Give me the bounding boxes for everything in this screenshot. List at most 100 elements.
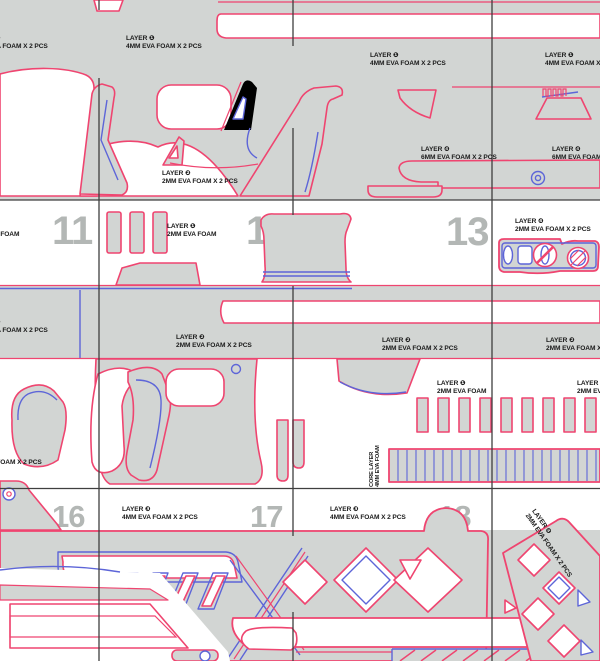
brace-pink-edge xyxy=(220,81,242,132)
lattice-blue-triangle-2 xyxy=(580,639,594,656)
label-line1: LAYER ❶ xyxy=(437,380,466,387)
long-strip-part-middle xyxy=(219,300,600,324)
lower-middle-parts xyxy=(0,284,600,485)
band-edge-bump xyxy=(115,262,201,286)
diamond-cutout-1 xyxy=(282,559,328,605)
label-line2: 6MM EVA FOAM X 2 PCS xyxy=(552,153,600,161)
gray-wedge-blue-edge xyxy=(339,381,407,395)
label-line2: 2MM EVA FOAM X 2 PCS xyxy=(176,341,252,349)
label-line2: 2MM EVA FOAM xyxy=(167,230,217,238)
ladder-divisions xyxy=(397,450,597,481)
page-gap-band-bottom xyxy=(0,488,600,530)
label-line2: 2MM EVA FOAM xyxy=(577,387,600,395)
label-line2: 2MM EVA FOAM xyxy=(0,230,20,238)
diamond-cutout-2-inner xyxy=(341,555,391,605)
barrel-curve-blue xyxy=(246,127,258,159)
bottom-parts xyxy=(0,480,600,661)
triangle-cutout xyxy=(399,559,422,580)
hardware-square-hole xyxy=(517,245,533,265)
page-number-11: 11 xyxy=(52,209,93,253)
label-line1: LAYER ❷ xyxy=(162,170,191,177)
part-tip-above-line xyxy=(367,185,443,198)
stock-part-right xyxy=(239,85,344,197)
frame-grommet xyxy=(230,363,242,375)
front-sight-trapezoid xyxy=(535,97,592,120)
diamond-cutout-2 xyxy=(333,547,399,613)
label-line1: LAYER ❶ xyxy=(545,52,574,59)
small-rect-part-2 xyxy=(129,211,145,254)
middle-band-parts xyxy=(106,185,600,286)
grip-blob-part xyxy=(10,384,67,468)
small-bottom-part xyxy=(171,649,219,661)
lattice-diamond-1 xyxy=(517,543,551,577)
lattice-diamond-2-inner xyxy=(547,576,571,600)
small-rect-part-3 xyxy=(152,211,168,254)
hardware-oval-hole xyxy=(502,245,514,265)
label-line1: LAYER ❸ xyxy=(122,506,151,513)
long-strip-part-top xyxy=(216,13,600,39)
label-line1: LAYER ❸ xyxy=(330,506,359,513)
grip-blob-blue-curve xyxy=(17,390,58,421)
top-band-parts xyxy=(0,0,600,197)
lattice-blue-triangle-1 xyxy=(577,589,591,607)
lattice-diamond-2 xyxy=(542,571,576,605)
lattice-pink-notch xyxy=(504,599,517,614)
stock-part-right-detail xyxy=(304,131,319,193)
hardware-circle-1-blue xyxy=(540,245,550,265)
label-line2: 2MM EVA FOAM X 2 PCS xyxy=(0,326,48,334)
lattice-diamond-4 xyxy=(547,624,581,658)
label-line1: LAYER ❷ xyxy=(176,334,205,341)
page-number-17: 17 xyxy=(250,499,282,534)
label-line2: 2MM EVA FOAM X 2 PCS xyxy=(382,344,458,352)
label-line1: LAYER ❶ xyxy=(577,380,600,387)
lattice-diamond-3 xyxy=(521,597,555,631)
grip-part-blue-curve xyxy=(135,379,162,469)
label-line1: LAYER ❹ xyxy=(421,146,450,153)
label-line1: LAYER ❶ xyxy=(126,35,155,42)
cap-part xyxy=(260,212,352,283)
label-line1: LAYER ❷ xyxy=(0,319,48,327)
frame-rounded-cutout xyxy=(165,368,225,407)
hardware-inner-outline xyxy=(501,242,597,269)
label-line1: LAYER ❷ xyxy=(546,337,575,344)
label-line1: LAYER ❷ xyxy=(382,337,411,344)
label-line2: 4MM EVA FOAM xyxy=(375,445,382,487)
top-edge-slot-part xyxy=(93,0,124,12)
label-line2: 6MM EVA FOAM X 2 PCS xyxy=(421,153,497,161)
pocket-gray-band xyxy=(0,584,169,601)
label-line1: LAYER ❶ xyxy=(0,223,19,231)
grommet-outer xyxy=(530,170,546,186)
prong-part-2 xyxy=(292,419,305,469)
tab-grommet-inner xyxy=(6,491,12,497)
sight-comb-teeth xyxy=(542,88,567,97)
brace-triangle-inner xyxy=(232,96,247,120)
comb-teeth-row xyxy=(416,397,597,433)
hardware-circle-2-hatch xyxy=(569,249,587,267)
pocket-blue-curve xyxy=(0,565,121,573)
small-triangle-cutout xyxy=(168,145,179,159)
strip-tongue xyxy=(240,626,298,651)
pocket-nested-outline-2 xyxy=(9,615,178,638)
label-line1: LAYER ❸ xyxy=(0,451,42,459)
label-line1: LAYER ❹ xyxy=(552,146,581,153)
label-line2: 4MM EVA FOAM X 2 PCS xyxy=(330,513,406,521)
receiver-cutout xyxy=(156,84,232,130)
label-line1: LAYER ❹ xyxy=(515,218,544,225)
